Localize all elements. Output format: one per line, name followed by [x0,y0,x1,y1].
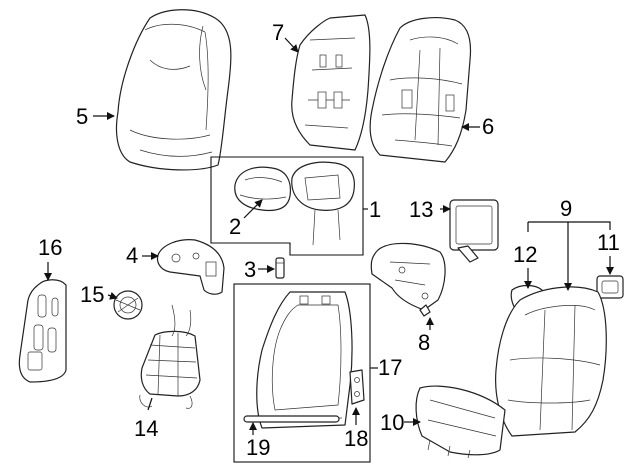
leader-7 [284,37,299,53]
frame-group-box [233,283,371,463]
screen-module-part[interactable] [449,199,499,263]
cross-rod-part[interactable] [243,415,340,423]
seat-back-frame-part[interactable] [256,291,353,429]
callout-15: 15 [80,282,104,307]
callout-7: 7 [272,20,284,45]
lower-panel-part[interactable] [415,385,506,459]
callout-1: 1 [369,197,381,222]
switch-block-part[interactable] [596,275,624,299]
callout-16: 16 [38,235,62,260]
rear-shell-part[interactable] [495,286,607,437]
callout-14: 14 [134,416,158,441]
callout-9: 9 [560,196,572,221]
pin-part[interactable] [275,257,285,279]
headrest-cover-part[interactable] [234,166,292,212]
leader-15 [107,291,118,300]
latch-part[interactable] [349,369,365,405]
switch-part[interactable] [113,290,143,320]
recliner-bracket-part[interactable] [156,239,225,295]
headrest-group-box-bottom [289,243,364,256]
seat-back-cover-part[interactable] [115,9,232,171]
callout-18: 18 [344,426,368,451]
callout-17: 17 [378,355,402,380]
leader-9-bracket [528,221,611,230]
lumbar-support-part[interactable] [139,304,201,409]
callout-13: 13 [409,197,433,222]
callout-8: 8 [418,330,430,355]
armrest-bracket-part[interactable] [370,242,446,317]
callout-5: 5 [76,104,88,129]
callout-12: 12 [513,242,537,267]
seat-back-pad-part[interactable] [369,17,472,163]
callout-10: 10 [380,410,404,435]
leader-2 [243,199,263,219]
callout-3: 3 [244,257,256,282]
side-panel-part[interactable] [18,279,67,383]
leader-14 [147,397,153,411]
callout-4: 4 [126,243,138,268]
callout-19: 19 [246,435,270,460]
callout-11: 11 [597,230,620,255]
headrest-part[interactable] [291,161,355,246]
callout-2: 2 [229,214,241,239]
callout-6: 6 [482,114,494,139]
back-panel-part[interactable] [291,14,371,151]
